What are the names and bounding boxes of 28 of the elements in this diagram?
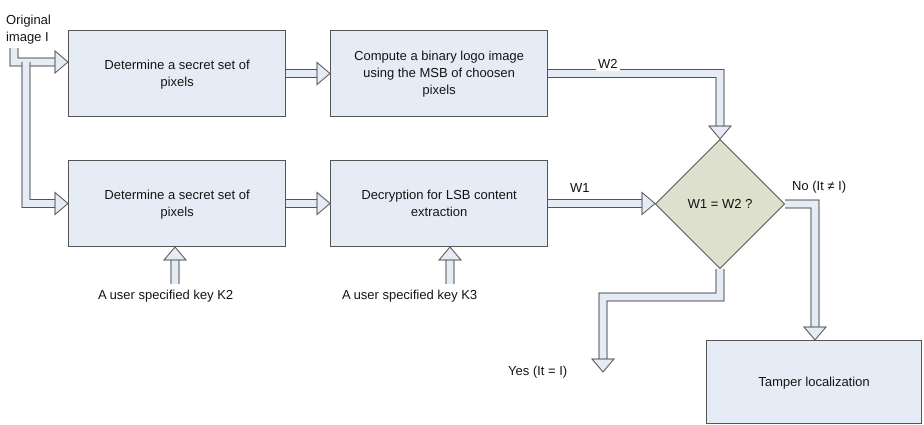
block-arrow (438, 246, 462, 284)
process-box (330, 30, 548, 117)
process-box (68, 160, 286, 247)
block-arrow (286, 61, 331, 86)
decision-text: W1 = W2 ? (688, 196, 752, 212)
block-arrow (286, 191, 331, 216)
box-text: Determine a secret set of pixels (103, 56, 251, 90)
block-arrow (10, 48, 69, 74)
process-box (68, 30, 286, 117)
block-arrow (22, 62, 69, 216)
block-arrow (785, 200, 828, 341)
box-text: Tamper localization (757, 374, 871, 390)
process-box (330, 160, 548, 247)
process-box (706, 340, 922, 424)
block-arrow (162, 246, 188, 284)
block-arrow (548, 69, 732, 140)
block-arrow (590, 269, 724, 373)
edge-label: W1 (568, 180, 592, 195)
edge-label: No (It ≠ I) (790, 178, 848, 193)
text-label: Original image I (6, 12, 52, 46)
edge-label: Yes (It = I) (506, 363, 570, 378)
text-label: A user specified key K2 (98, 286, 234, 304)
box-text: Compute a binary logo image using the MSB of choosen pixels (353, 48, 525, 99)
box-text: Determine a secret set of pixels (103, 186, 251, 220)
edge-label: W2 (596, 56, 620, 71)
text-label: A user specified key K3 (342, 286, 478, 304)
block-arrow (548, 191, 656, 216)
box-text: Decryption for LSB content extraction (360, 186, 518, 220)
